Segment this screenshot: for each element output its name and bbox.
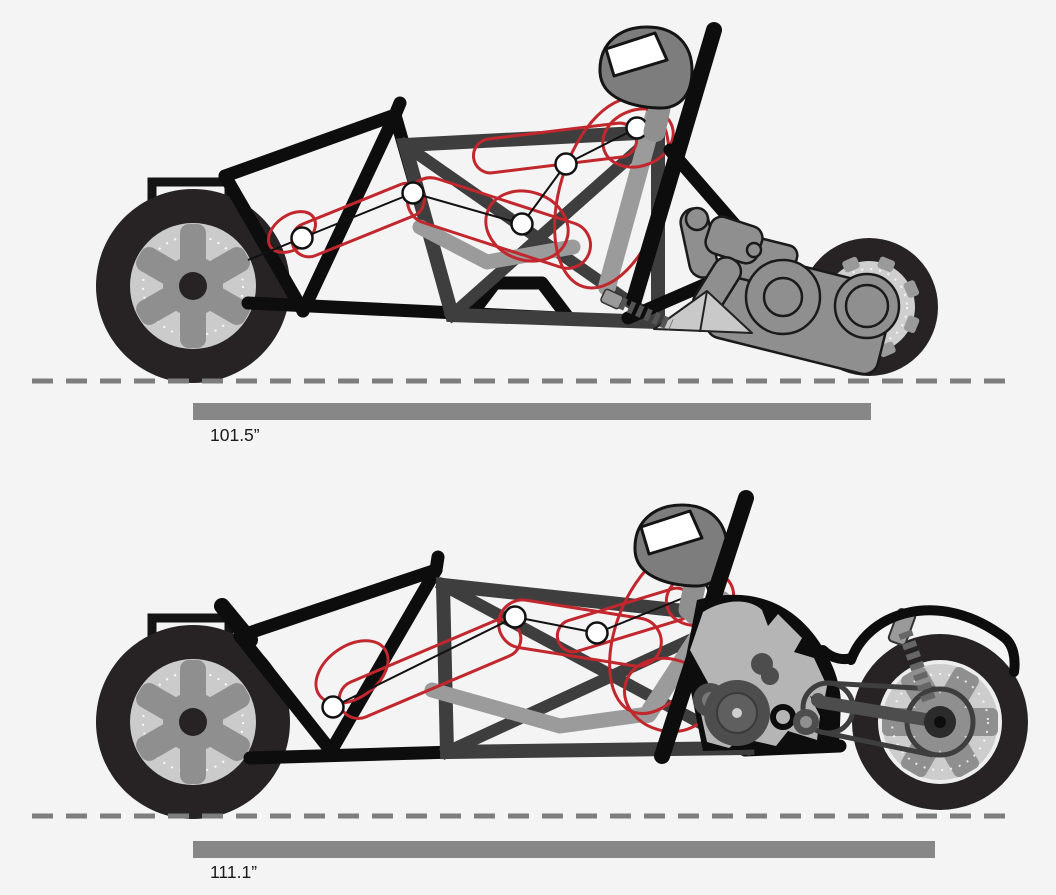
front-wheel [96,182,290,383]
wheelbase-label: 101.5” [210,425,260,445]
bottom-bracket [463,276,574,323]
rear-fender [818,605,1020,677]
rear-suspension [600,288,753,334]
front-wheel [96,618,290,819]
vehicle-top: 101.5” [32,22,1008,445]
wheelbase-bar [193,841,935,858]
swingarm [813,695,948,729]
engine-unit [685,594,841,751]
spring-coil [898,629,936,703]
wheelbase-label: 111.1” [210,862,257,882]
engine-unit [679,206,901,376]
chain-drive [793,680,976,758]
spring-coil [618,297,674,331]
rider-joints [247,116,649,261]
vehicle-bottom: 111.1” [32,490,1028,882]
seat [412,103,664,296]
wheelbase-bar [193,403,871,420]
